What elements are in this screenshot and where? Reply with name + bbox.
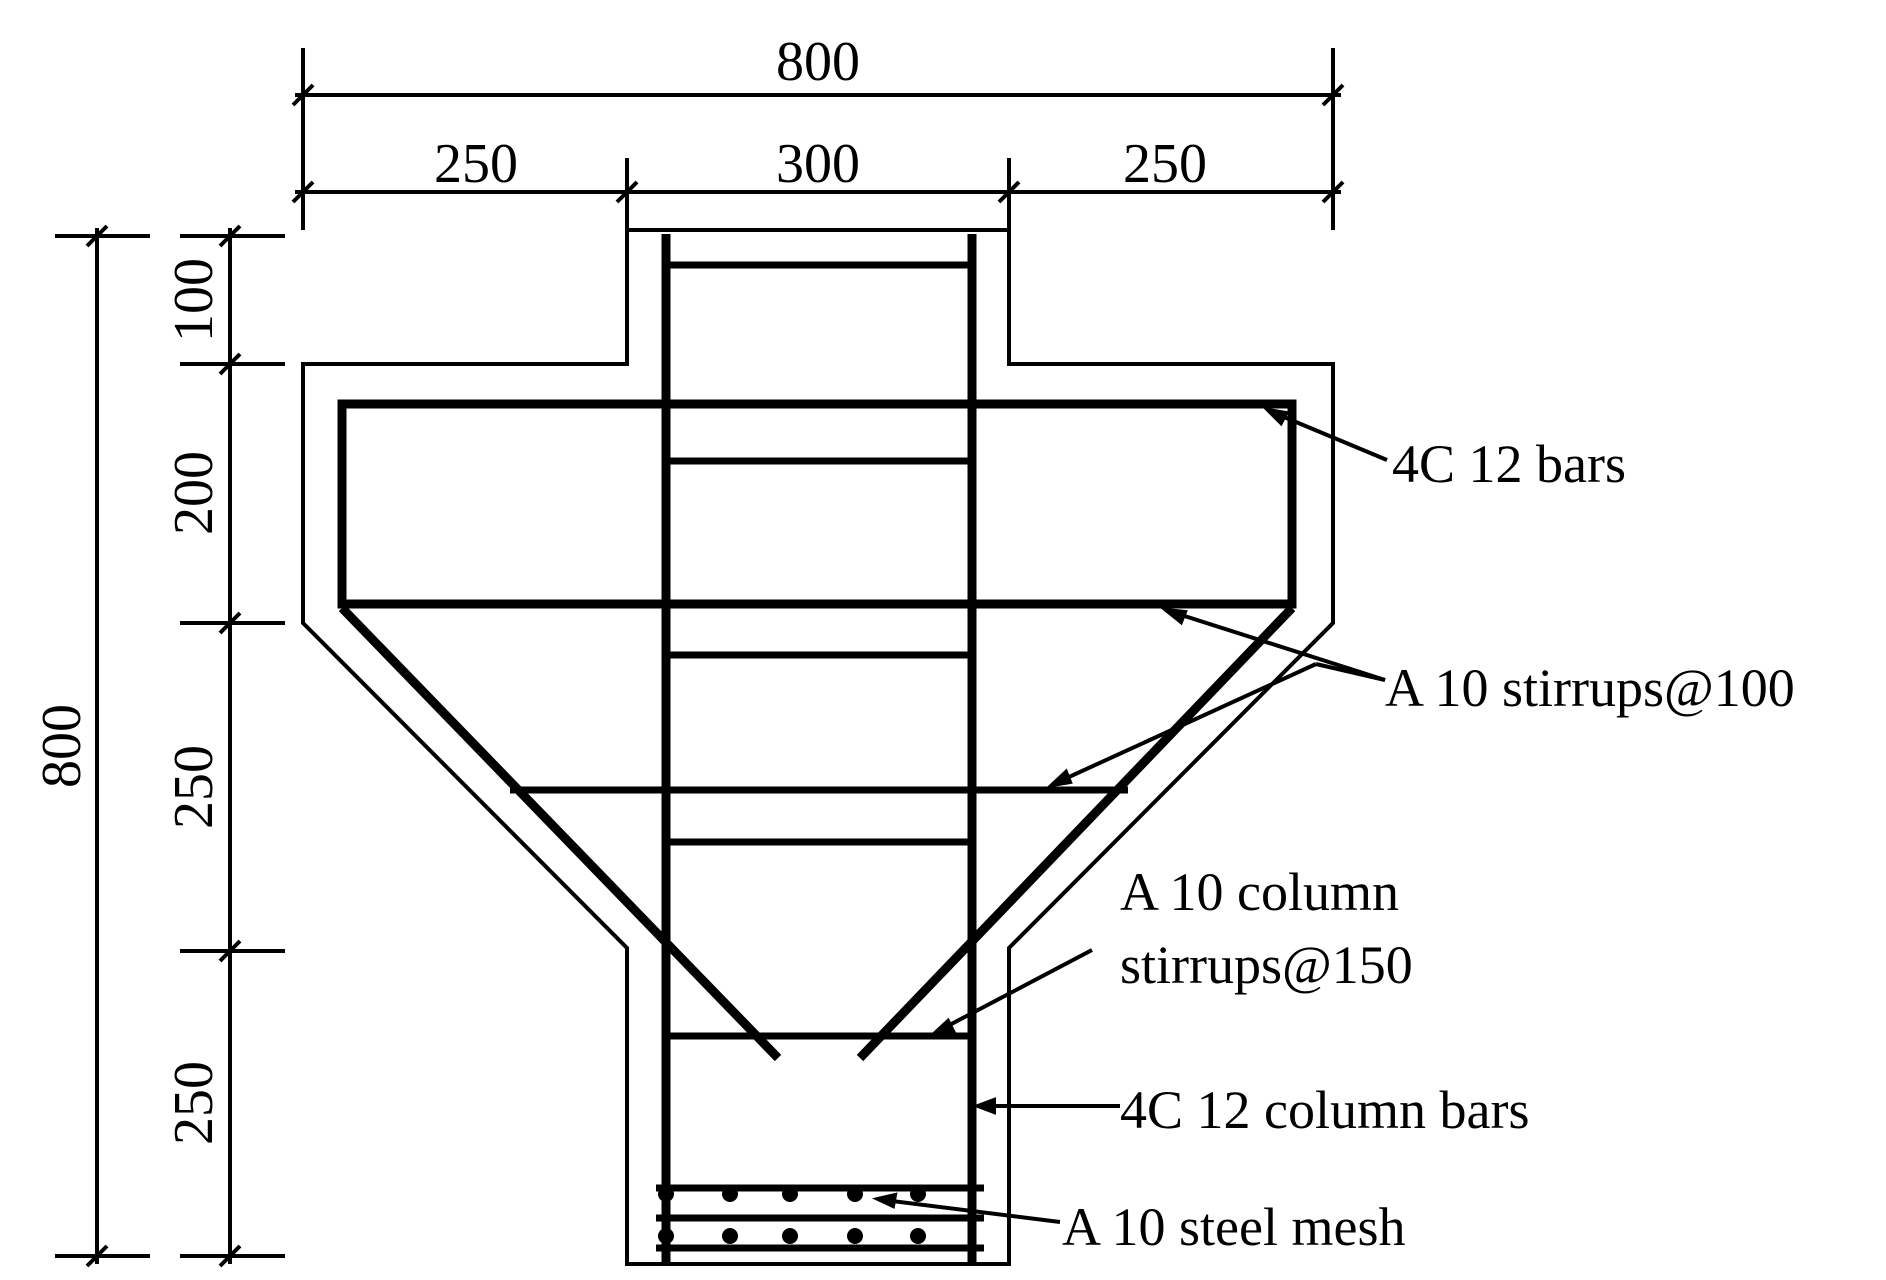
steel-mesh xyxy=(656,1184,984,1252)
label-column-stirrups-line1: A 10 column xyxy=(1120,862,1399,922)
dim-left-seg-3: 250 xyxy=(163,745,225,829)
dim-left-seg-2: 200 xyxy=(163,451,225,535)
cap-reinforcement xyxy=(337,399,1297,1062)
leader-lines xyxy=(871,407,1388,1224)
dim-top-middle: 300 xyxy=(776,133,860,195)
dim-top-total: 800 xyxy=(776,31,860,93)
steel-mesh-dots xyxy=(658,1186,926,1244)
column-bars xyxy=(661,234,977,1262)
top-dimensions xyxy=(291,48,1345,230)
dim-top-left: 250 xyxy=(434,133,518,195)
label-stirrups: A 10 stirrups@100 xyxy=(1385,658,1795,718)
dim-top-right: 250 xyxy=(1123,133,1207,195)
column-stirrups xyxy=(666,261,972,1040)
concrete-outline xyxy=(301,228,1335,1266)
dim-left-total: 800 xyxy=(31,704,93,788)
dim-left-seg-4: 250 xyxy=(163,1061,225,1145)
left-dimensions xyxy=(55,224,285,1268)
label-column-bars: 4C 12 column bars xyxy=(1120,1080,1529,1140)
dim-left-seg-1: 100 xyxy=(163,258,225,342)
label-steel-mesh: A 10 steel mesh xyxy=(1062,1197,1405,1257)
label-column-stirrups-line2: stirrups@150 xyxy=(1120,935,1413,995)
label-cap-bars: 4C 12 bars xyxy=(1392,434,1626,494)
